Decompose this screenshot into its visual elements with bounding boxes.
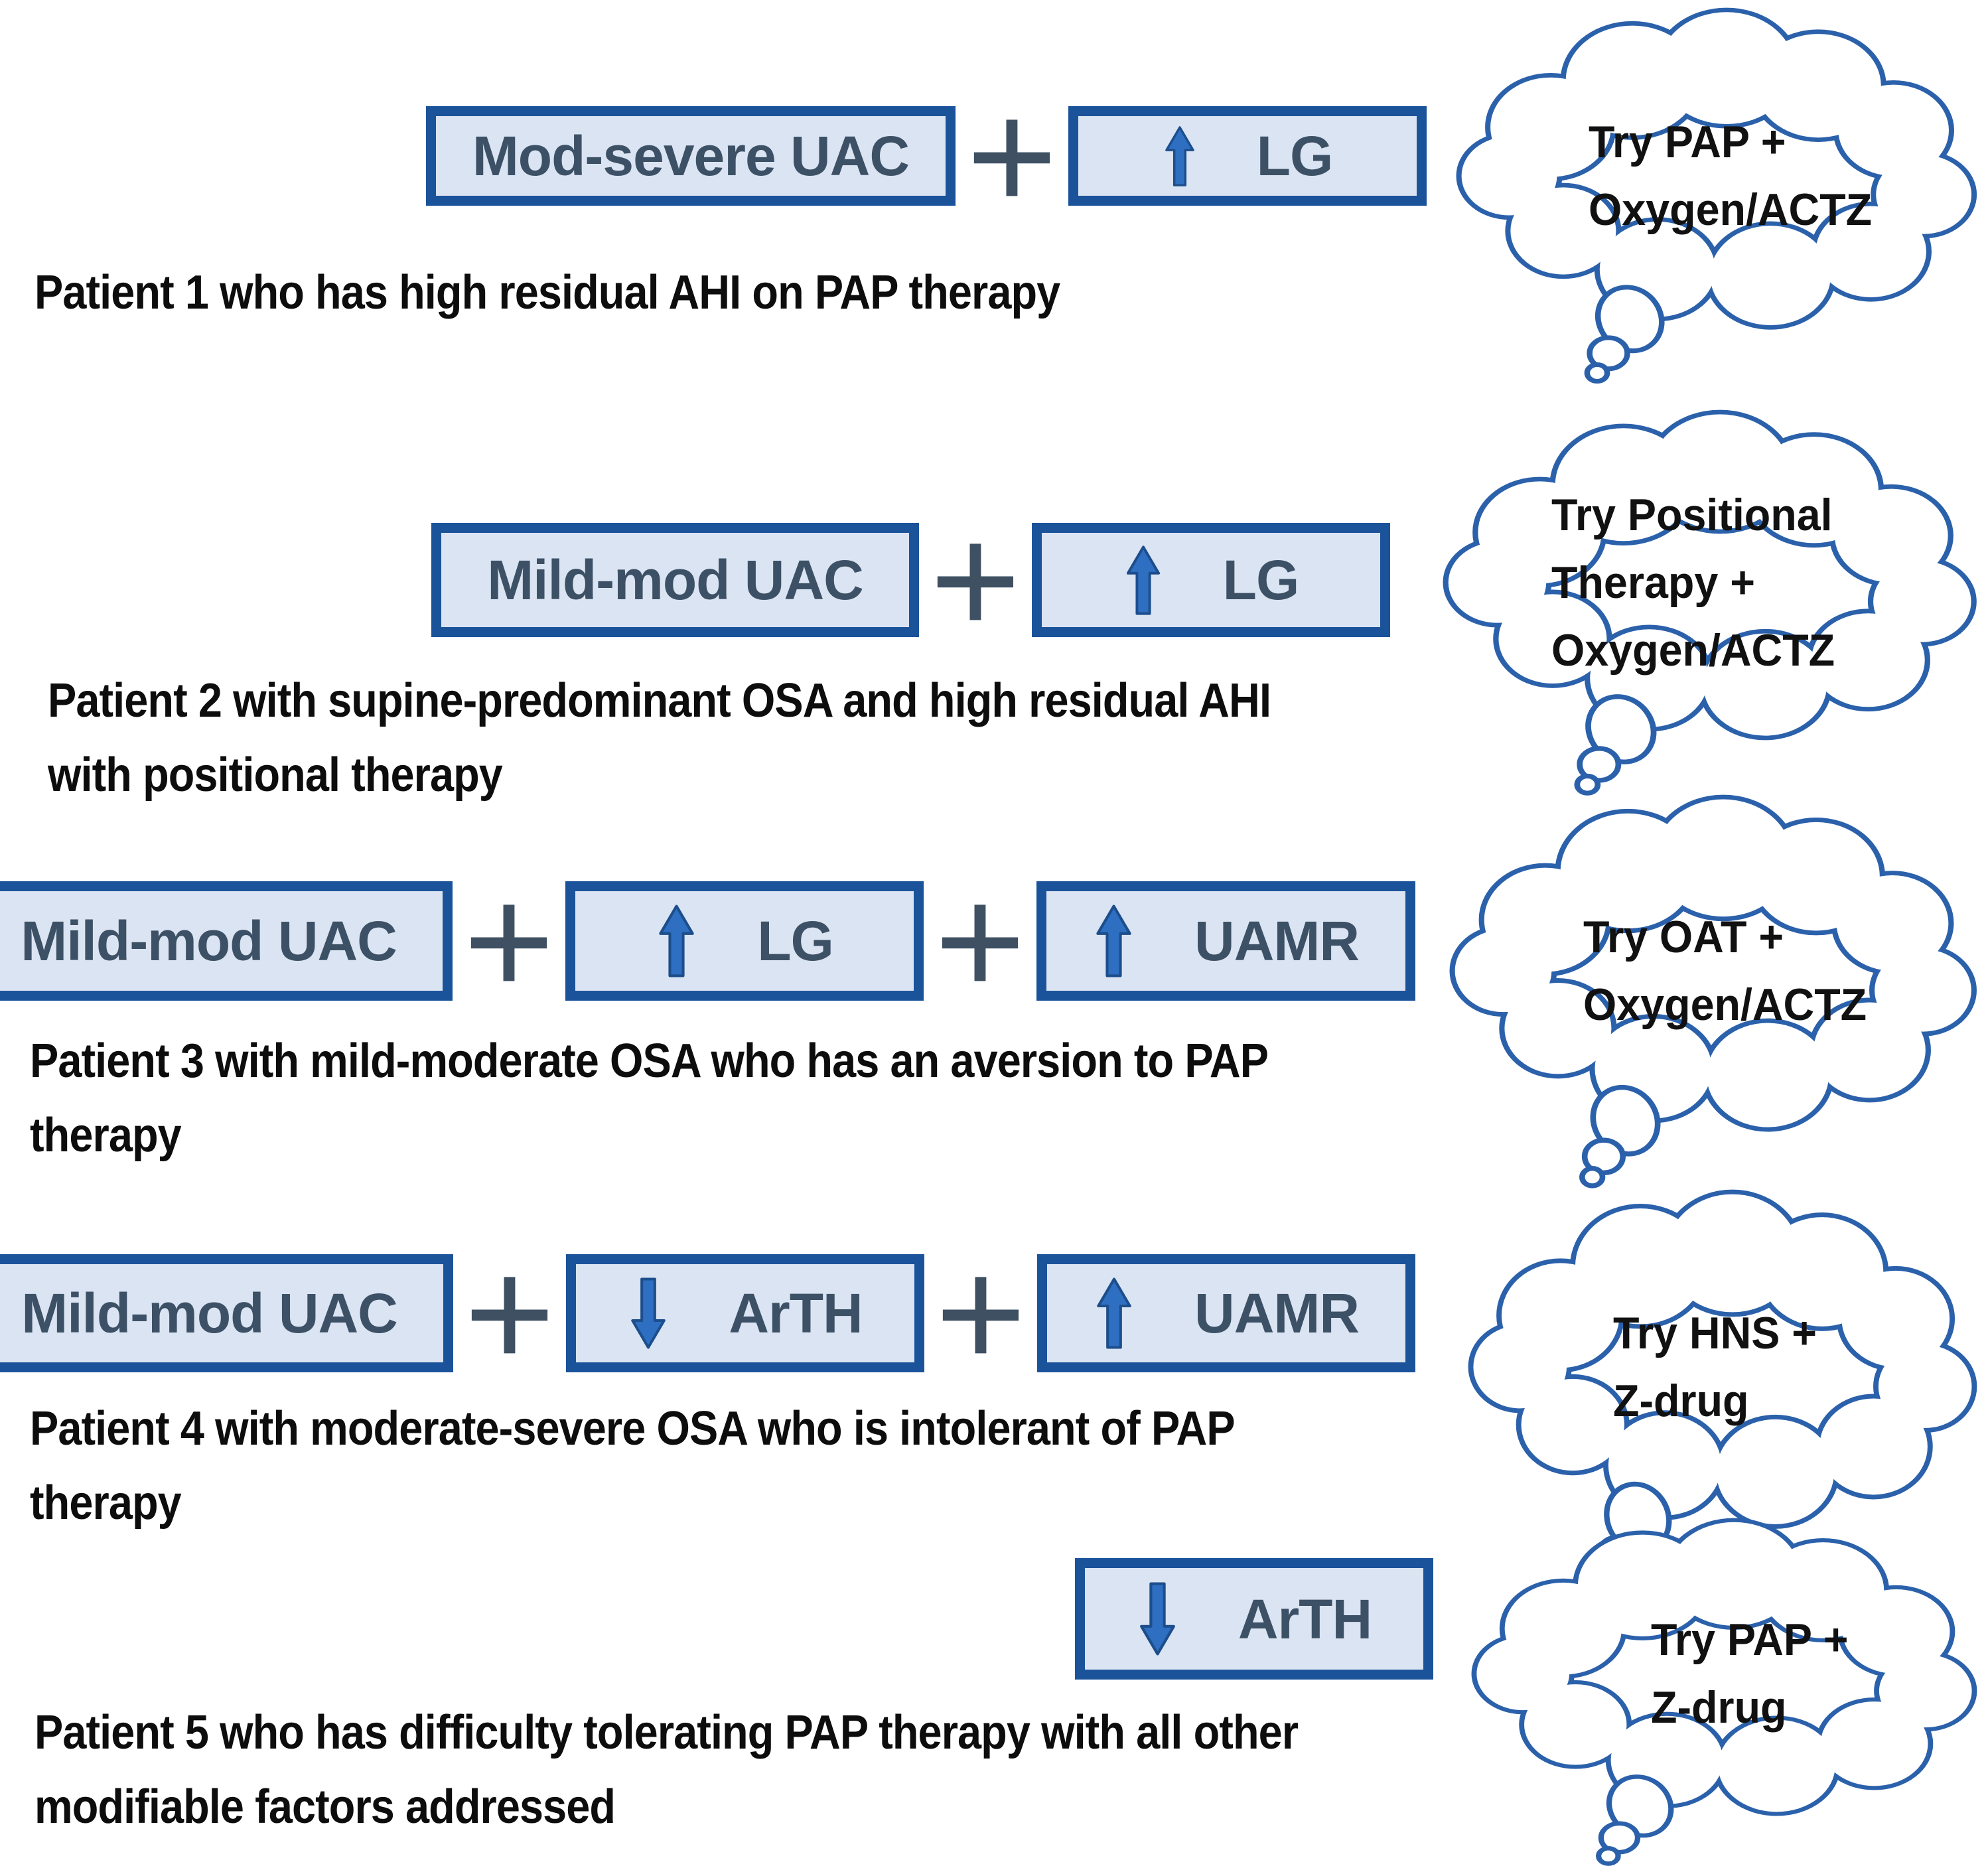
thought-bubble-text: Try PAP + Z-drug (1651, 1606, 1848, 1741)
thought-bubble-cloud-icon (1456, 7, 1977, 384)
up-arrow-icon (659, 904, 694, 977)
factor-box-lg: LG (565, 881, 924, 1001)
factor-box-label: LG (1222, 549, 1300, 611)
factor-box-mild-mod-uac: Mild-mod UAC (431, 523, 919, 637)
factor-box-label: LG (1256, 125, 1334, 187)
down-arrow-icon (1139, 1582, 1175, 1656)
factor-box-lg: LG (1032, 523, 1390, 637)
plus-connector: + (463, 853, 555, 1028)
bubble-text-line: Try Positional (1551, 489, 1833, 540)
thought-bubble-text: Try HNS + Z-drug (1613, 1299, 1817, 1435)
thought-bubble: Try PAP + Oxygen/ACTZ (1456, 7, 1984, 390)
down-arrow-icon (631, 1277, 666, 1349)
factor-box-mild-mod-uac: Mild-mod UAC (0, 881, 453, 1001)
factor-box-arth: ArTH (566, 1254, 925, 1372)
factor-box-label: Mild-mod UAC (21, 1282, 398, 1344)
thought-bubble-text: Try PAP + Oxygen/ACTZ (1589, 108, 1872, 244)
factor-box-group: Mod-severe UAC + LG (425, 68, 1427, 243)
bubble-text-line: Z-drug (1651, 1682, 1787, 1733)
factor-box-label: LG (757, 910, 834, 972)
plus-connector: + (934, 853, 1026, 1028)
caption-line: Patient 5 who has difficulty tolerating … (35, 1706, 1299, 1759)
thought-bubble: Try PAP + Z-drug (1471, 1518, 1984, 1871)
bubble-text-line: Oxygen/ACTZ (1588, 184, 1872, 235)
bubble-text-line: Try OAT + (1583, 911, 1784, 962)
factor-box-lg: LG (1068, 106, 1427, 206)
patient-caption: Patient 5 who has difficulty tolerating … (35, 1695, 1299, 1844)
thought-bubble: Try HNS + Z-drug (1468, 1189, 1984, 1592)
patient-caption: Patient 2 with supine-predominant OSA an… (48, 664, 1271, 812)
factor-box-group: Mild-mod UAC + LG (431, 492, 1390, 667)
factor-box-arth: ArTH (1075, 1558, 1433, 1680)
plus-connector: + (464, 1226, 555, 1400)
factor-box-label: Mild-mod UAC (21, 910, 397, 972)
plus-connector: + (966, 68, 1058, 243)
patient-caption: Patient 4 with moderate-severe OSA who i… (30, 1392, 1236, 1540)
bubble-text-line: Therapy + (1551, 557, 1755, 608)
factor-box-uamr: UAMR (1037, 1254, 1415, 1372)
up-arrow-icon (1165, 125, 1194, 186)
factor-box-group: Mild-mod UAC + ArTH + UAMR (0, 1226, 1415, 1400)
patient-caption: Patient 3 with mild-moderate OSA who has… (30, 1024, 1269, 1173)
bubble-text-line: Oxygen/ACTZ (1583, 979, 1867, 1030)
plus-connector: + (930, 492, 1021, 667)
factor-box-label: ArTH (1238, 1587, 1372, 1650)
caption-line: Patient 2 with supine-predominant OSA an… (48, 674, 1271, 727)
caption-line: modifiable factors addressed (35, 1780, 616, 1834)
caption-line: therapy (30, 1476, 182, 1530)
caption-line: Patient 1 who has high residual AHI on P… (35, 266, 1060, 319)
caption-line: Patient 4 with moderate-severe OSA who i… (30, 1402, 1236, 1455)
caption-line: therapy (30, 1109, 182, 1162)
plus-connector: + (935, 1226, 1027, 1400)
factor-box-group: ArTH (1075, 1558, 1433, 1680)
thought-bubble-cloud-icon (1471, 1518, 1977, 1866)
factor-box-label: UAMR (1194, 1282, 1360, 1344)
thought-bubble-cloud-icon (1449, 794, 1977, 1188)
bubble-text-line: Try PAP + (1588, 117, 1786, 167)
thought-bubble-text: Try OAT + Oxygen/ACTZ (1583, 903, 1867, 1039)
patient-caption: Patient 1 who has high residual AHI on P… (35, 255, 1060, 330)
bubble-text-line: Z-drug (1612, 1375, 1749, 1426)
up-arrow-icon (1097, 1277, 1131, 1349)
factor-box-label: Mild-mod UAC (487, 549, 864, 611)
factor-box-label: ArTH (729, 1282, 863, 1344)
bubble-text-line: Try HNS + (1612, 1307, 1817, 1358)
factor-box-uamr: UAMR (1036, 881, 1415, 1001)
factor-box-mod-severe-uac: Mod-severe UAC (425, 106, 956, 206)
factor-box-mild-mod-uac: Mild-mod UAC (0, 1254, 454, 1372)
thought-bubble: Try OAT + Oxygen/ACTZ (1449, 794, 1984, 1194)
up-arrow-icon (1126, 545, 1160, 615)
bubble-text-line: Try PAP + (1651, 1615, 1849, 1666)
thought-bubble-cloud-icon (1468, 1189, 1977, 1586)
thought-bubble-cloud-icon (1443, 409, 1977, 796)
factor-box-label: Mod-severe UAC (472, 125, 910, 187)
caption-line: Patient 3 with mild-moderate OSA who has… (30, 1035, 1269, 1088)
caption-line: with positional therapy (48, 749, 503, 802)
factor-box-label: UAMR (1194, 910, 1360, 972)
factor-box-group: Mild-mod UAC + LG + UAMR (0, 853, 1415, 1028)
up-arrow-icon (1096, 904, 1131, 977)
bubble-text-line: Oxygen/ACTZ (1551, 624, 1835, 676)
